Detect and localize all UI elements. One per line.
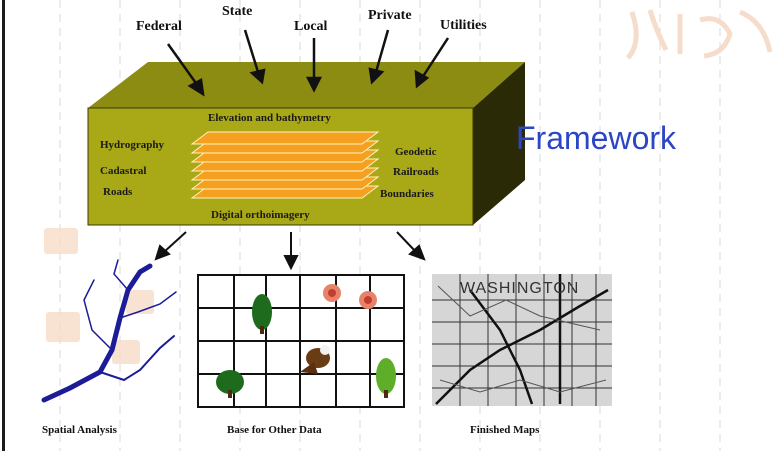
box-side-face (473, 62, 525, 225)
flower-icon (323, 284, 341, 302)
label-roads: Roads (103, 186, 133, 198)
caption-base-data: Base for Other Data (227, 424, 322, 436)
tree-icon (376, 358, 396, 398)
eagle-icon (300, 345, 330, 374)
flower-icon (359, 291, 377, 309)
slide-border (2, 0, 5, 451)
label-elevation: Elevation and bathymetry (208, 112, 331, 124)
label-boundaries: Boundaries (380, 188, 434, 200)
label-geodetic: Geodetic (395, 146, 437, 158)
caption-spatial-analysis: Spatial Analysis (42, 424, 117, 436)
map-title: WASHINGTON (460, 280, 580, 297)
label-railroads: Railroads (393, 166, 439, 178)
tree-icon (252, 294, 272, 334)
label-cadastral: Cadastral (100, 165, 147, 177)
layer-stack (190, 131, 380, 199)
tree-icon (216, 370, 244, 398)
label-hydrography: Hydrography (100, 139, 164, 151)
source-utilities: Utilities (440, 18, 487, 33)
caption-finished-maps: Finished Maps (470, 424, 540, 436)
source-local: Local (294, 19, 328, 34)
source-state: State (222, 4, 253, 19)
source-federal: Federal (136, 19, 182, 34)
label-orthoimagery: Digital orthoimagery (211, 209, 310, 221)
input-arrows (166, 29, 450, 97)
source-private: Private (368, 8, 412, 23)
framework-title: Framework (516, 120, 677, 156)
output-arrows (154, 231, 426, 271)
